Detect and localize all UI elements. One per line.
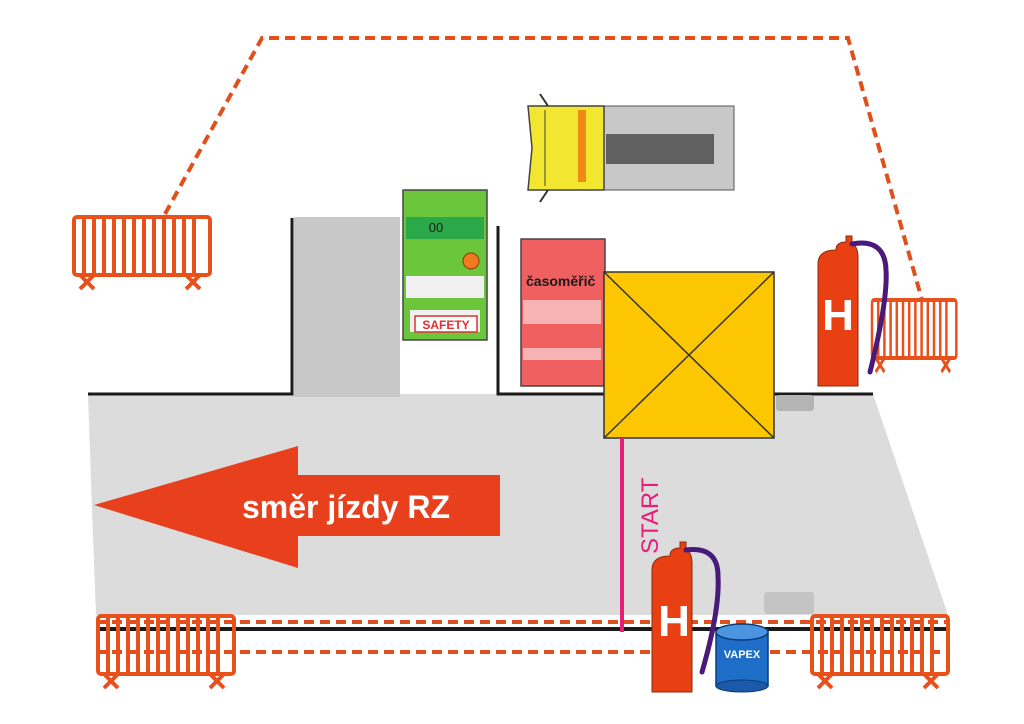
arrow-left-icon: směr jízdy RZ — [94, 446, 500, 568]
safety-car: 00 SAFETY — [402, 189, 488, 341]
truck-icon — [527, 93, 735, 203]
beacon-icon — [462, 252, 480, 270]
road-marker-top — [776, 395, 814, 411]
parking-bay — [294, 217, 400, 397]
road-surface — [88, 394, 948, 615]
safety-label: SAFETY — [422, 318, 469, 332]
spectator-zone-boundary — [163, 36, 924, 301]
fire-extinguisher-icon: H — [817, 235, 889, 387]
barrel-label: VAPEX — [724, 649, 761, 661]
tent-icon — [603, 271, 775, 439]
fire-extinguisher-icon: H — [651, 541, 721, 693]
road-marker-bottom — [764, 592, 814, 614]
timing-car-label: časoměřič — [526, 273, 595, 289]
barrel-icon: VAPEX — [715, 623, 769, 693]
safety-car-number: 00 — [429, 220, 443, 235]
extinguisher-label: H — [822, 291, 854, 340]
barrier-icon — [810, 614, 950, 690]
direction-label: směr jízdy RZ — [242, 489, 450, 525]
timing-car: časoměřič — [520, 238, 606, 387]
road-edge-line — [88, 218, 294, 396]
start-label: START — [637, 477, 664, 554]
extinguisher-label: H — [658, 597, 690, 646]
barrier-icon — [72, 215, 212, 291]
